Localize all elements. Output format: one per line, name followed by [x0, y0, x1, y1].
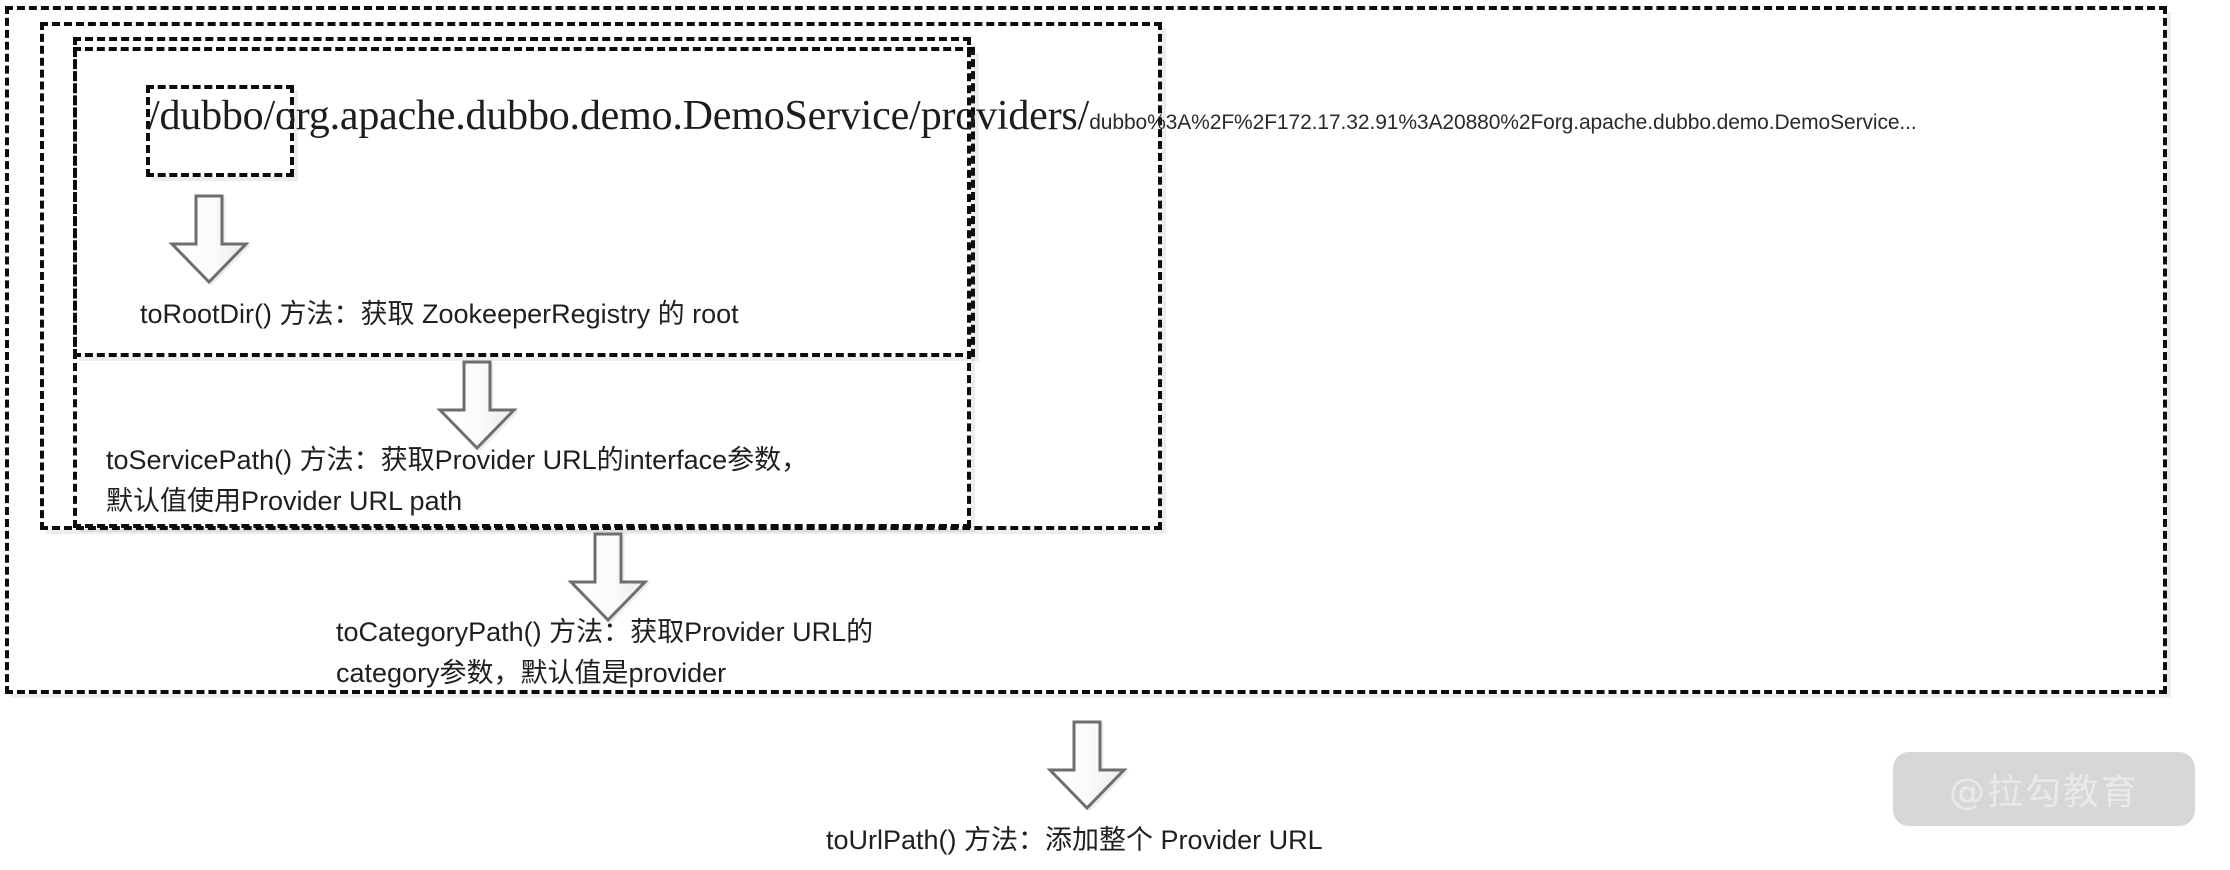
watermark-logo: @拉勾教育 [1893, 752, 2195, 826]
provider-url-path: /dubbo/ org.apache.dubbo.demo.DemoServic… [148, 92, 1917, 140]
url-separator-2: / [1077, 93, 1090, 139]
url-segment-service: org.apache.dubbo.demo.DemoService [274, 93, 910, 139]
down-arrow-icon-to-root-dir [166, 192, 252, 288]
url-separator-1: / [909, 93, 921, 139]
watermark-text: @拉勾教育 [1948, 772, 2139, 813]
note-to-category-path: toCategoryPath() 方法：获取Provider URL的 cate… [336, 617, 874, 688]
note-to-url-path: toUrlPath() 方法：添加整个 Provider URL [826, 825, 1323, 855]
note-to-root-dir: toRootDir() 方法：获取 ZookeeperRegistry 的 ro… [140, 299, 739, 329]
down-arrow-icon-to-category-path [565, 530, 651, 626]
url-segment-root: /dubbo/ [148, 93, 275, 139]
down-arrow-icon-to-url-path [1044, 718, 1130, 814]
note-to-service-path: toServicePath() 方法：获取Provider URL的interf… [106, 445, 809, 516]
scope-box-category-path [40, 22, 1162, 530]
scope-box-url-path [5, 6, 2167, 694]
scope-box-root-segment [146, 85, 294, 177]
url-segment-category: providers [920, 93, 1078, 139]
down-arrow-icon-to-service-path [434, 358, 520, 454]
url-segment-encoded-provider-url: dubbo%3A%2F%2F172.17.32.91%3A20880%2Forg… [1089, 111, 1917, 134]
scope-box-root-dir [73, 47, 975, 357]
